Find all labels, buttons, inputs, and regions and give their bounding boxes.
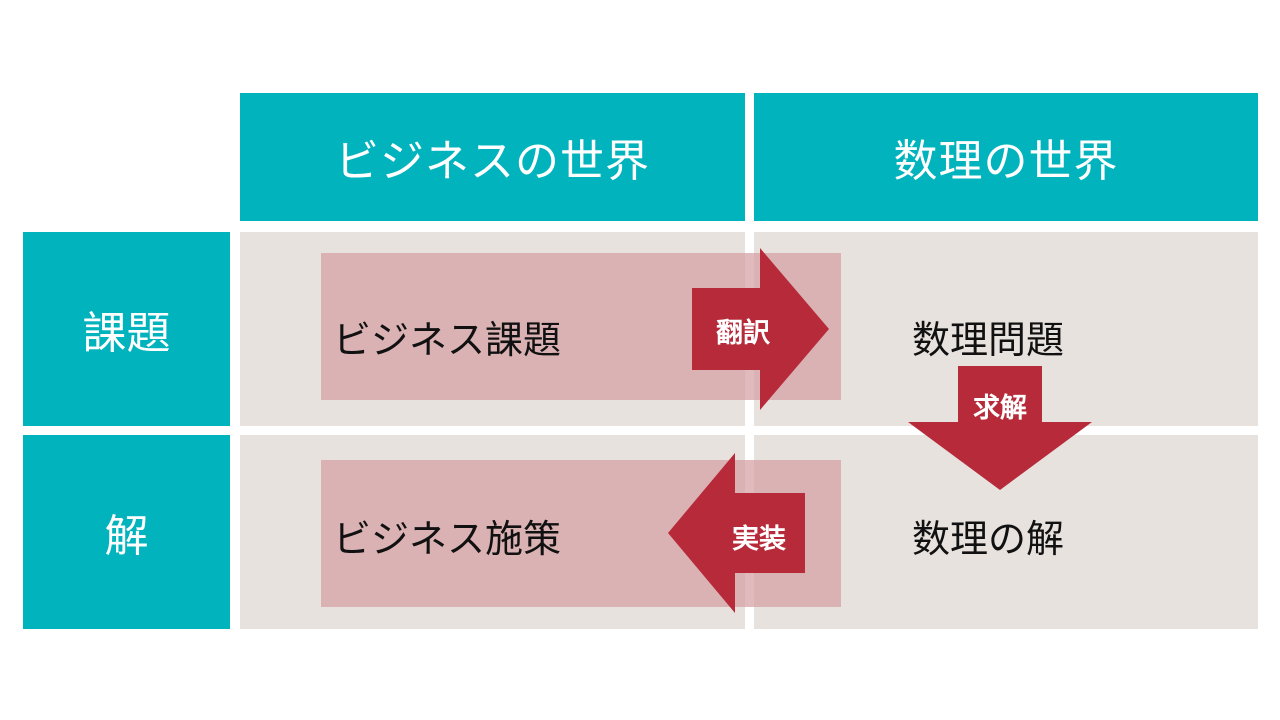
business-problem-text: ビジネス課題: [333, 318, 562, 362]
header-math-world: 数理の世界: [754, 93, 1258, 221]
implement-arrow-icon: [668, 453, 805, 613]
header-math-world-label: 数理の世界: [893, 136, 1119, 187]
row-header-solution-label: 解: [104, 511, 149, 562]
translate-arrow-icon: [692, 248, 829, 410]
solve-label: 求解: [973, 393, 1027, 424]
header-business-world: ビジネスの世界: [240, 93, 745, 221]
row-header-problem-label: 課題: [82, 308, 171, 359]
header-business-world-label: ビジネスの世界: [335, 136, 650, 187]
math-solution-text: 数理の解: [912, 517, 1065, 561]
translate-label: 翻訳: [716, 318, 770, 349]
row-header-solution: 解: [23, 435, 230, 629]
solve-arrow-icon: [908, 366, 1092, 490]
row-header-problem: 課題: [23, 232, 230, 426]
math-problem-text: 数理問題: [912, 318, 1065, 362]
business-action-text: ビジネス施策: [333, 517, 562, 561]
implement-label: 実装: [732, 524, 786, 555]
